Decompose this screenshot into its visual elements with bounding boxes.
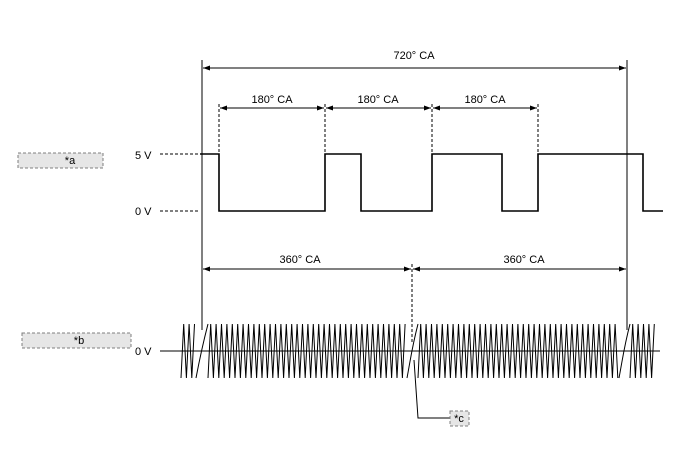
tag-a-box (17, 152, 104, 169)
reference-lines (201, 60, 628, 342)
label-360-ca-1: 360° CA (279, 254, 321, 266)
crank-ac-waveform (180, 323, 655, 379)
tag-c-box (449, 410, 470, 427)
cam-square-wave (200, 153, 663, 212)
label-360-ca-2: 360° CA (503, 254, 545, 266)
level-dashes (160, 153, 200, 212)
tag-a-label: *a (65, 155, 76, 167)
voltage-label-0v-top: 0 V (135, 206, 152, 218)
tag-c-label: *c (454, 413, 464, 425)
dimension-arrows (203, 65, 626, 272)
label-720-ca: 720° CA (393, 50, 435, 62)
voltage-label-5v: 5 V (135, 150, 152, 162)
label-180-ca-2: 180° CA (357, 94, 399, 106)
tag-b-label: *b (74, 335, 84, 347)
label-180-ca-1: 180° CA (251, 94, 293, 106)
tag-c: *c (413, 359, 470, 427)
label-180-ca-3: 180° CA (464, 94, 506, 106)
tag-c-leader (413, 359, 450, 419)
voltage-label-0v-bottom: 0 V (135, 346, 152, 358)
tag-b: *b (21, 332, 132, 349)
tag-a: *a (17, 152, 104, 169)
tag-b-box (21, 332, 132, 349)
